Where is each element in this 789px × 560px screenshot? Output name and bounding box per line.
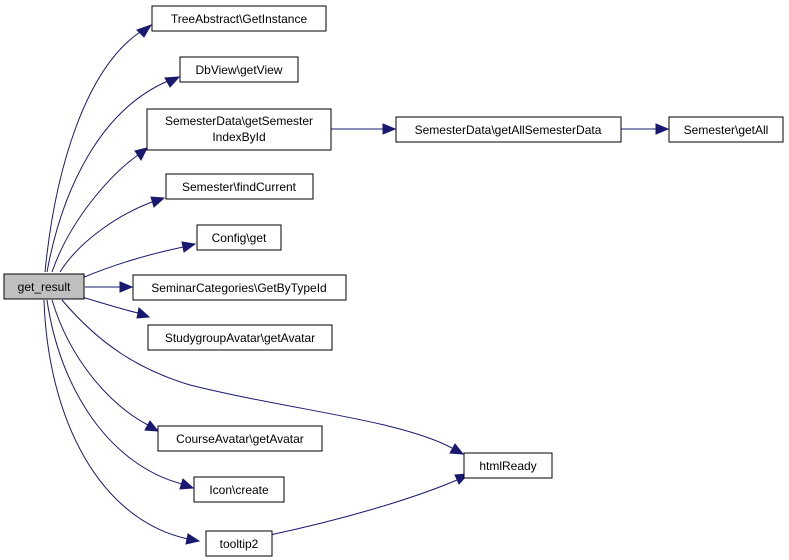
node-config-get[interactable]: Config\get [196,224,282,251]
edge-root-to-tooltip2-arrow [185,533,201,545]
edge-root-to-htmlready [61,299,453,449]
node-config-get-box [196,224,282,251]
node-semester-findcurrent-label: Semester\findCurrent [182,180,297,194]
edge-root-to-config-get [81,246,184,279]
node-icon-create-label: Icon\create [209,483,269,497]
node-semesterdata-all-label: SemesterData\getAllSemesterData [415,123,602,137]
node-tooltip2-label: tooltip2 [220,537,259,551]
edge-root-to-semester-findcurrent [59,201,153,273]
node-root[interactable]: get_result [3,273,85,300]
node-semesterdata-index-label-line2: IndexById [212,130,265,144]
edge-root-to-icon-create-arrow [179,478,195,490]
node-course-avatar[interactable]: CourseAvatar\getAvatar [157,425,323,452]
node-htmlready-box [463,452,553,479]
edge-root-to-course-avatar-arrow [144,420,160,432]
node-semester-getall-label: Semester\getAll [684,123,769,137]
node-seminar-categories-box [132,274,347,301]
edge-root-to-dbview-arrow [164,76,181,88]
node-tree-abstract-box [151,5,327,32]
node-config-get-label: Config\get [212,231,267,245]
node-htmlready-label: htmlReady [479,459,536,473]
node-root-box [3,273,85,300]
node-root-label: get_result [18,280,71,294]
edges [43,24,670,545]
node-semester-getall[interactable]: Semester\getAll [668,116,784,143]
node-course-avatar-label: CourseAvatar\getAvatar [176,432,304,446]
edge-root-to-course-avatar [51,299,149,426]
edge-semesterdata-all-to-getall-arrow [655,123,670,135]
edge-root-to-semesterdata-index-arrow [134,147,148,161]
edge-root-to-tree-abstract-arrow [136,24,153,38]
node-semester-getall-box [668,116,784,143]
node-course-avatar-box [157,425,323,452]
node-icon-create-box [193,476,285,503]
node-semesterdata-index-box [146,108,332,151]
node-studygroup-avatar-box [147,324,333,351]
node-tree-abstract-label: TreeAbstract\GetInstance [171,12,308,26]
edge-root-to-studygroup-avatar [81,296,139,314]
node-htmlready[interactable]: htmlReady [463,452,553,479]
node-seminar-categories-label: SeminarCategories\GetByTypeId [151,281,326,295]
edge-tooltip2-to-htmlready [269,479,458,536]
edge-root-to-icon-create [46,299,183,485]
node-semesterdata-all[interactable]: SemesterData\getAllSemesterData [395,116,622,143]
node-semesterdata-index[interactable]: SemesterData\getSemester IndexById [146,108,332,151]
node-dbview-label: DbView\getView [196,63,283,77]
node-tooltip2[interactable]: tooltip2 [205,530,273,557]
node-dbview[interactable]: DbView\getView [179,56,299,83]
node-icon-create[interactable]: Icon\create [193,476,285,503]
node-semester-findcurrent-box [165,173,314,200]
node-semesterdata-all-box [395,116,622,143]
node-tree-abstract[interactable]: TreeAbstract\GetInstance [151,5,327,32]
edge-semesterdata-index-to-all-arrow [382,123,397,135]
edge-root-to-config-get-arrow [181,241,197,253]
edge-root-to-seminar-categories-arrow [119,281,134,293]
node-studygroup-avatar-label: StudygroupAvatar\getAvatar [165,331,315,345]
edge-root-to-semesterdata-index [51,154,139,273]
edge-root-to-semester-findcurrent-arrow [150,196,166,208]
node-studygroup-avatar[interactable]: StudygroupAvatar\getAvatar [147,324,333,351]
edge-root-to-htmlready-arrow [449,443,465,455]
edge-root-to-dbview [46,80,169,273]
node-semesterdata-index-label-line1: SemesterData\getSemester [165,114,313,128]
edge-root-to-studygroup-avatar-arrow [136,307,151,319]
edge-root-to-tree-abstract [44,31,141,273]
node-tooltip2-box [205,530,273,557]
node-semester-findcurrent[interactable]: Semester\findCurrent [165,173,314,200]
node-dbview-box [179,56,299,83]
edge-root-to-tooltip2 [43,299,189,540]
node-seminar-categories[interactable]: SeminarCategories\GetByTypeId [132,274,347,301]
